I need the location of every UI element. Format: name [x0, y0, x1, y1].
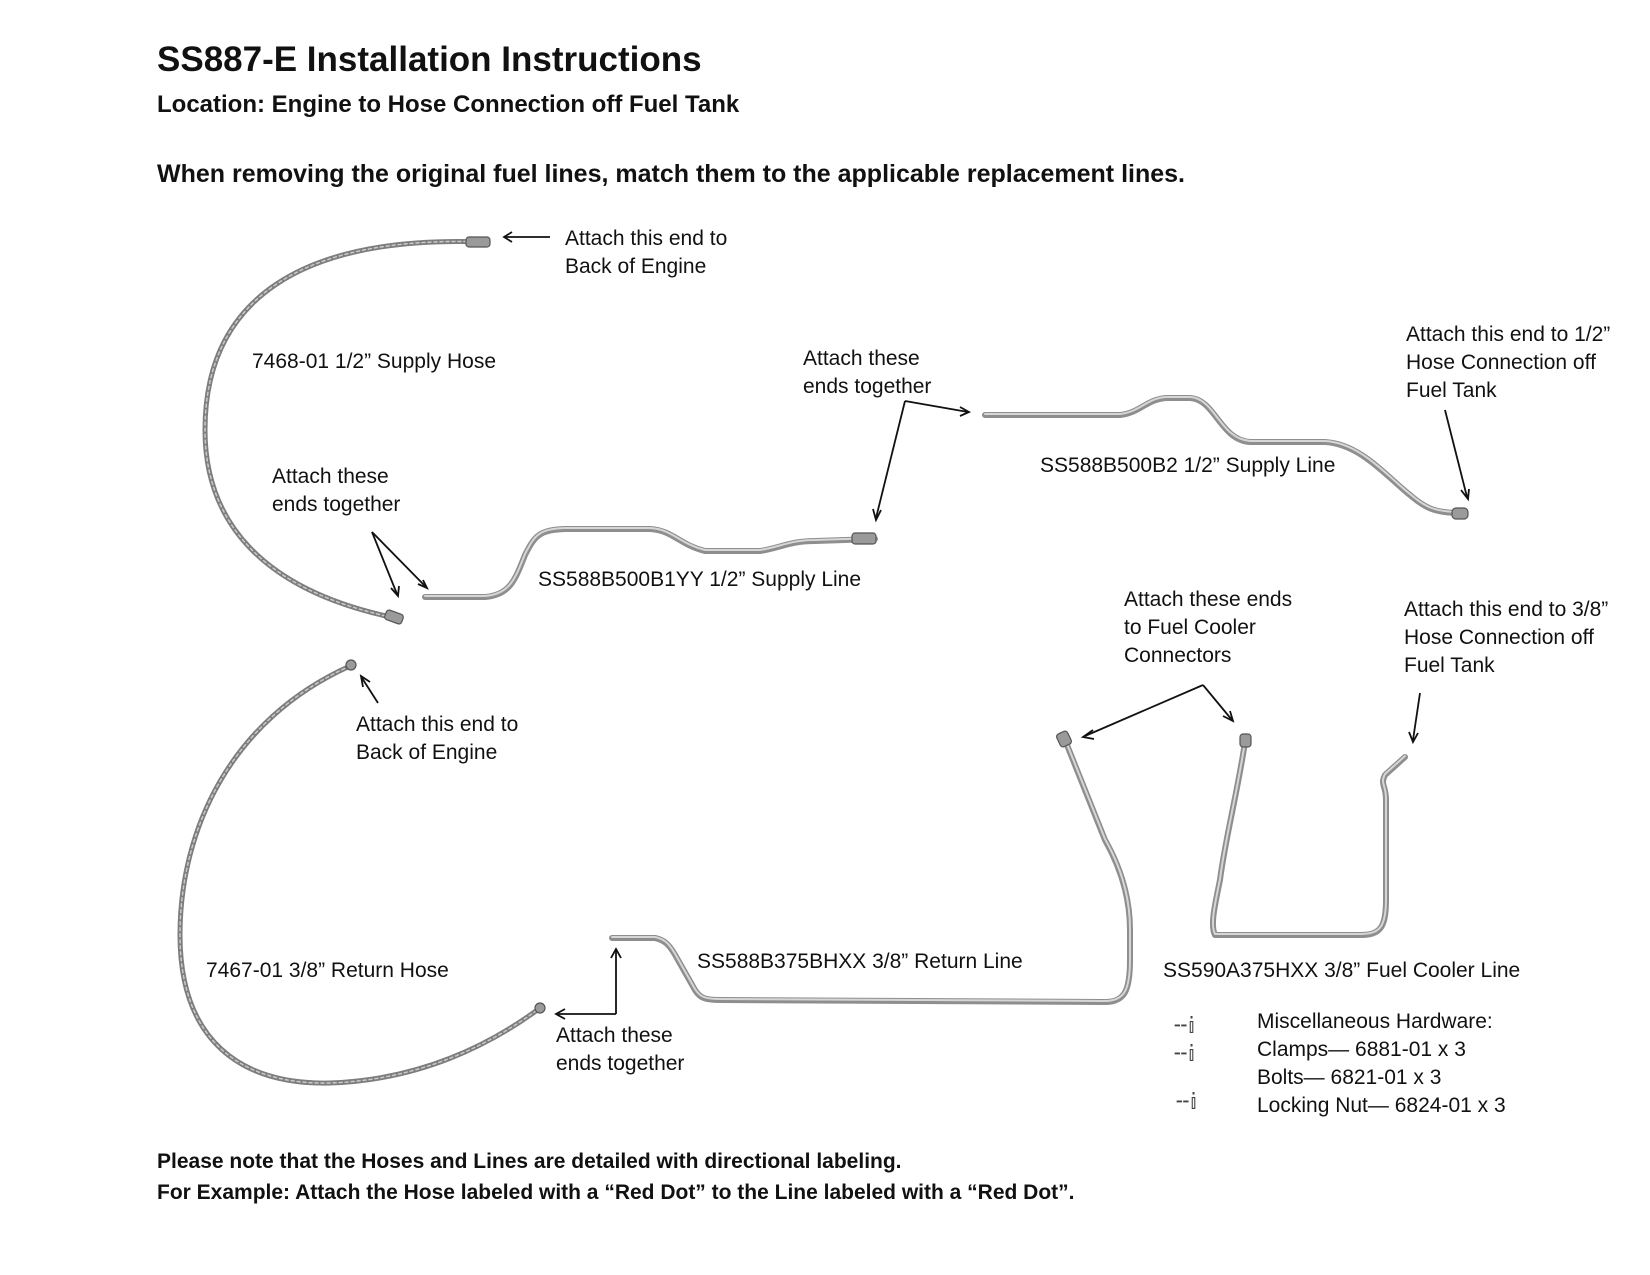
return-line-graphic — [609, 730, 1133, 1005]
supply-hose-graphic — [202, 236, 491, 625]
note-directional-labeling: Please note that the Hoses and Lines are… — [157, 1150, 902, 1173]
instruction-text: When removing the original fuel lines, m… — [157, 160, 1185, 188]
callout-supply-back-engine: Attach this end to Back of Engine — [565, 227, 728, 278]
supply-line-b2-graphic — [982, 395, 1469, 520]
supply-line-b1-fitting — [851, 532, 877, 545]
hardware-heading: Miscellaneous Hardware: — [1257, 1010, 1493, 1033]
callout-supply-tank: Attach this end to 1/2” Hose Connection … — [1406, 323, 1611, 402]
note-example: For Example: Attach the Hose labeled wit… — [157, 1181, 1075, 1204]
return-hose-line-fitting — [534, 1002, 546, 1014]
label-fuel-cooler-line: SS590A375HXX 3/8” Fuel Cooler Line — [1163, 959, 1521, 982]
label-supply-line-b1: SS588B500B1YY 1/2” Supply Line — [538, 568, 862, 591]
label-supply-hose: 7468-01 1/2” Supply Hose — [252, 350, 496, 373]
bolt-icon: ╌𝕚 — [1174, 1042, 1195, 1067]
callout-cooler-connectors: Attach these ends to Fuel Cooler Connect… — [1124, 588, 1293, 667]
page-title: SS887-E Installation Instructions — [157, 40, 702, 79]
label-supply-line-b2: SS588B500B2 1/2” Supply Line — [1040, 454, 1336, 477]
clamp-icon: ╌𝕚 — [1174, 1014, 1195, 1039]
return-hose-engine-fitting — [345, 659, 357, 671]
callout-return-back-engine: Attach this end to Back of Engine — [356, 713, 519, 764]
supply-hose-engine-fitting — [465, 236, 491, 248]
hardware-item: Clamps— 6881-01 x 3 — [1257, 1038, 1466, 1061]
callout-supply-together-left: Attach these ends together — [272, 465, 401, 516]
supply-line-b2-tank-fitting — [1451, 507, 1469, 520]
fuel-cooler-line-graphic — [1209, 733, 1408, 938]
location-subtitle: Location: Engine to Hose Connection off … — [157, 91, 740, 118]
supply-line-b1-graphic — [422, 526, 878, 600]
callout-return-together: Attach these ends together — [556, 1024, 685, 1075]
hardware-list: Miscellaneous Hardware: Clamps— 6881-01 … — [1257, 1008, 1506, 1120]
supply-hose-line-fitting — [384, 609, 404, 625]
fuel-cooler-fitting — [1239, 733, 1252, 748]
callout-arrows — [359, 231, 1470, 1020]
hardware-item: Bolts— 6821-01 x 3 — [1257, 1066, 1442, 1089]
locking-nut-icon: ╌𝕚 — [1176, 1090, 1197, 1115]
label-return-line: SS588B375BHXX 3/8” Return Line — [697, 950, 1023, 973]
callout-return-tank: Attach this end to 3/8” Hose Connection … — [1404, 598, 1609, 677]
return-line-cooler-fitting — [1055, 730, 1073, 748]
callout-supply-together-mid: Attach these ends together — [803, 347, 932, 398]
label-return-hose: 7467-01 3/8” Return Hose — [206, 959, 449, 982]
hardware-item: Locking Nut— 6824-01 x 3 — [1257, 1094, 1506, 1117]
return-hose-graphic — [177, 659, 546, 1086]
